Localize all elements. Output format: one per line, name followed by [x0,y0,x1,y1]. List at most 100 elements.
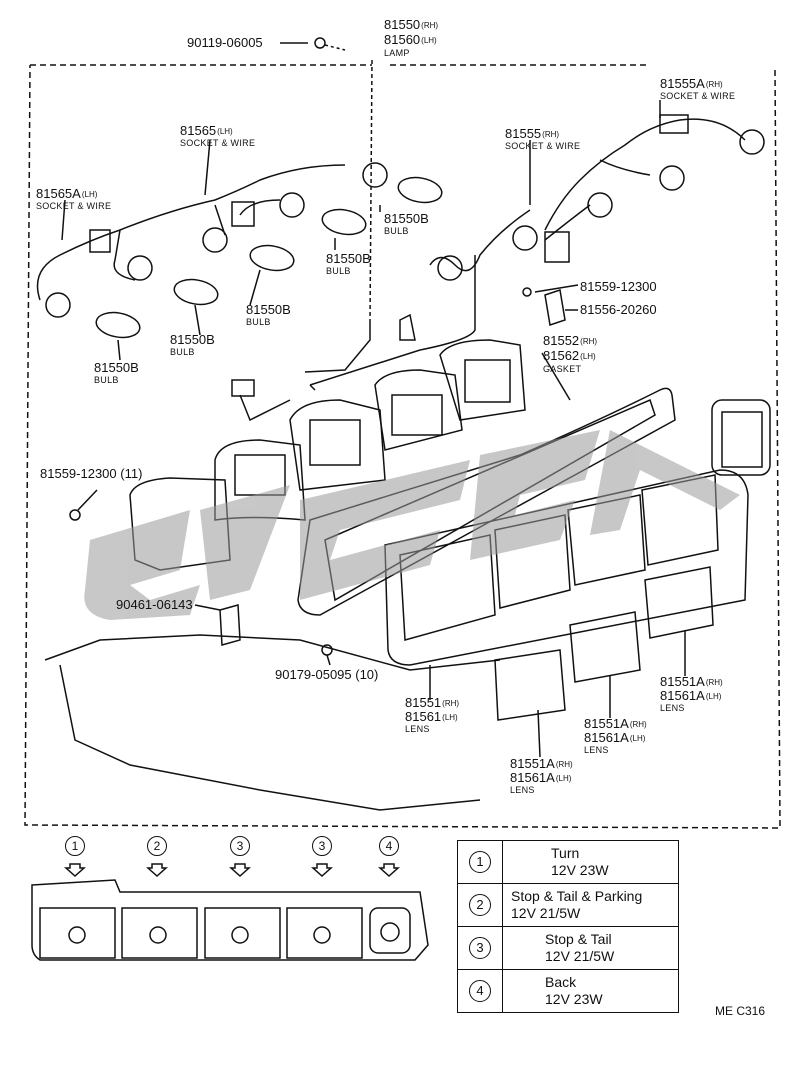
label-lensa-3-lh-num: 81561A [660,688,705,703]
rh-suffix: (RH) [629,720,647,729]
indicator-3b: 3 [312,836,332,856]
socket-wire-rh [309,114,746,391]
legend-num-cell: 3 [457,926,503,970]
bulb-arrangement [31,863,429,961]
legend-num: 2 [469,894,491,916]
legend-spec: 12V 23W [551,862,609,878]
bracket-icon [544,289,566,326]
legend-num-cell: 4 [457,969,503,1013]
indicator-3a-num: 3 [230,836,250,856]
car-body [44,634,501,671]
indicator-1: 1 [65,836,85,856]
label-socket-lha-num: 81565A [36,186,81,201]
label-lensa-3-lh: 81561A(LH) [660,689,721,704]
legend-num: 3 [469,937,491,959]
indicator-2-num: 2 [147,836,167,856]
down-arrow-icons [64,863,400,878]
rh-suffix: (RH) [542,130,560,139]
bulb-icons [95,176,443,339]
label-lens-lh-num: 81561 [405,709,442,724]
label-socket-lha-sub: SOCKET & WIRE [36,201,112,211]
label-lens-name: LENS [405,724,430,734]
label-socket-rh: 81555(RH) [505,127,559,142]
label-lensa-2-lh-num: 81561A [584,730,629,745]
label-bulb-5: 81550B [94,360,139,375]
label-bulb-1: 81550B [384,211,429,226]
rh-suffix: (RH) [580,337,598,346]
label-bulb-2-name: BULB [326,266,351,276]
legend-num-cell: 2 [457,883,503,927]
screw-icon [280,37,346,51]
legend-spec: 12V 21/5W [511,905,581,921]
screw-right-icon [522,287,532,297]
lh-suffix: (LH) [555,774,572,783]
screw-left-icon [69,509,81,521]
lens-panel-2 [569,611,641,683]
label-socket-rha: 81555A(RH) [660,77,723,92]
label-bulb-3-name: BULB [246,317,271,327]
label-bulb-4-name: BULB [170,347,195,357]
lh-suffix: (LH) [629,734,646,743]
label-lensa-1-lh: 81561A(LH) [510,771,571,786]
legend-type: Turn [551,845,580,861]
legend-num: 1 [469,851,491,873]
label-lensa-2-name: LENS [584,745,609,755]
label-lensa-3-name: LENS [660,703,685,713]
label-lamp-lh-num: 81560 [384,32,421,47]
assembly-border [24,64,781,829]
label-bulb-4: 81550B [170,332,215,347]
legend-type: Stop & Tail & Parking [511,888,643,904]
socket-wire-lh [36,164,346,301]
gasket [297,387,676,616]
lh-suffix: (LH) [580,352,596,361]
socket-icons [45,129,765,318]
rh-suffix: (RH) [442,699,460,708]
figure-code: ME C316 [715,1004,766,1018]
label-lensa-2-rh: 81551A(RH) [584,717,647,732]
label-lensa-3-rh: 81551A(RH) [660,675,723,690]
indicator-3b-num: 3 [312,836,332,856]
label-lensa-2-rh-num: 81551A [584,716,629,731]
nut-icon [321,644,333,656]
label-lamp-rh-num: 81550 [384,17,421,32]
lh-suffix: (LH) [705,692,722,701]
label-socket-lh-sub: SOCKET & WIRE [180,138,256,148]
label-bulb-5-name: BULB [94,375,119,385]
lens-panel-3 [644,566,714,639]
label-lensa-1-rh: 81551A(RH) [510,757,573,772]
lh-suffix: (LH) [442,713,458,722]
indicator-4-num: 4 [379,836,399,856]
label-socket-rha-sub: SOCKET & WIRE [660,91,736,101]
label-socket-lha: 81565A(LH) [36,187,97,202]
label-socket-lh-num: 81565 [180,123,217,138]
clip-icon [219,604,241,646]
lh-suffix: (LH) [81,190,98,199]
label-screw-top: 90119-06005 [187,35,263,50]
label-socket-lh: 81565(LH) [180,124,233,139]
label-gasket-lh: 81562(LH) [543,349,596,364]
legend-type: Stop & Tail [545,931,612,947]
rh-suffix: (RH) [705,678,723,687]
label-bulb-2: 81550B [326,251,371,266]
legend-num-cell: 1 [457,840,503,884]
label-socket-rh-num: 81555 [505,126,542,141]
label-lensa-1-lh-num: 81561A [510,770,555,785]
label-bracket: 81556-20260 [580,302,657,317]
label-gasket-name: GASKET [543,364,582,374]
legend-spec: 12V 21/5W [545,948,615,964]
label-lensa-3-rh-num: 81551A [660,674,705,689]
label-lamp-name: LAMP [384,48,410,58]
label-clip: 90461-06143 [116,597,193,612]
label-gasket-rh-num: 81552 [543,333,580,348]
label-lens-rh-num: 81551 [405,695,442,710]
label-lensa-1-name: LENS [510,785,535,795]
label-socket-rh-sub: SOCKET & WIRE [505,141,581,151]
label-gasket-rh: 81552(RH) [543,334,597,349]
